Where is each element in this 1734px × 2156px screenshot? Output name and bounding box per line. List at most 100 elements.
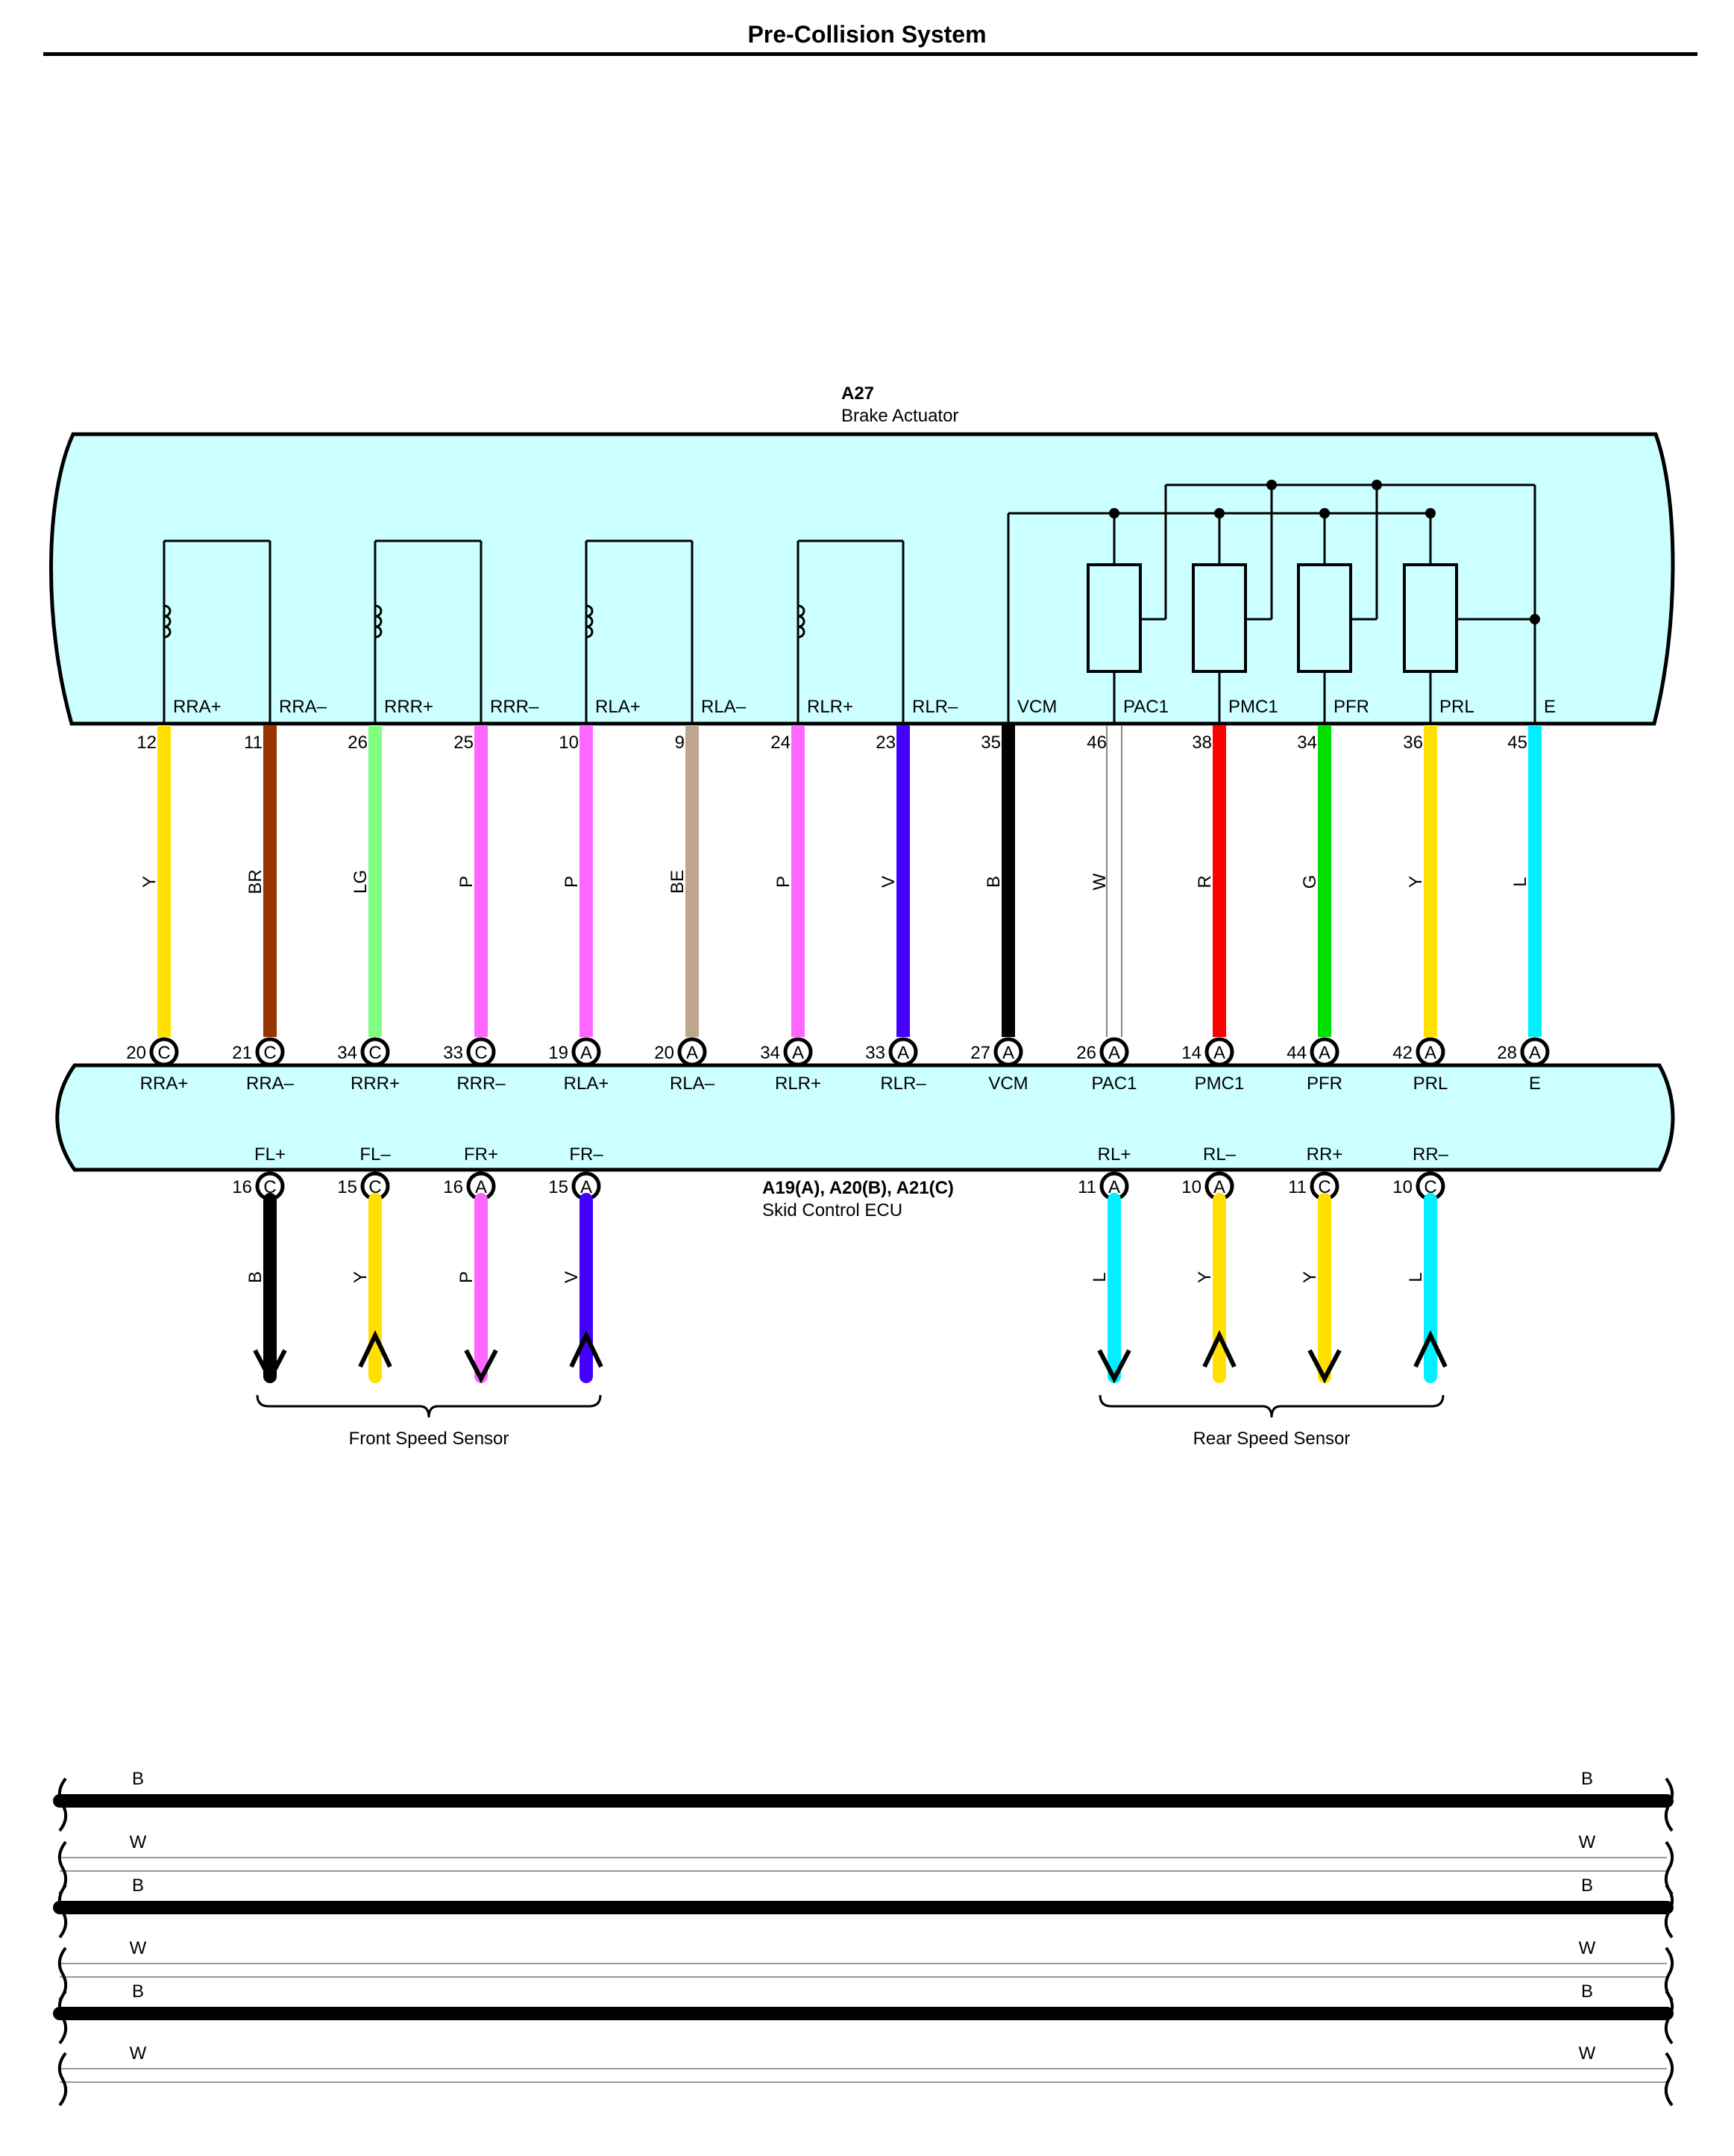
ecu-pin-number: 42 [1392,1043,1413,1063]
ecu-terminal-label: RRR– [456,1074,506,1094]
rear-sensor-terminal-label: RL– [1203,1144,1237,1165]
ecu-pin-number: 26 [1076,1043,1096,1063]
ecu-terminal-label: PMC1 [1195,1074,1245,1094]
actuator-terminal-label: E [1544,697,1556,717]
rear-sensor-terminal-label: RR+ [1307,1144,1343,1165]
connector-letter: C [263,1043,276,1063]
legend-code-right: W [1579,2043,1596,2063]
connector-letter: A [686,1043,698,1063]
wire-color-code: P [773,876,794,888]
rear-sensor-terminal-label: RR– [1413,1144,1449,1165]
solenoid-coil-icon [163,604,172,639]
rear-sensor-brace [1099,1394,1445,1418]
legend-code-right: B [1581,1981,1593,2002]
ecu-pin-number: 28 [1497,1043,1517,1063]
ecu-pin-number: 44 [1287,1043,1307,1063]
junction-dot [1214,508,1225,518]
wire-color-code: L [1510,877,1530,886]
connector-circle [571,1037,601,1067]
legend-code-left: W [130,1832,147,1852]
actuator-pin-number: 9 [675,733,685,753]
ecu-pin-number: 20 [654,1043,674,1063]
rear-sensor-name: Rear Speed Sensor [1193,1429,1351,1449]
wire-color-code: Y [351,1271,371,1283]
sensor-resistor [1192,563,1247,673]
connector-letter: A [897,1043,909,1063]
connector-circle [360,1037,390,1067]
legend-break-mark [1664,2052,1674,2107]
actuator-pin-number: 36 [1403,733,1423,753]
arrow-down-icon [1097,1349,1131,1384]
ecu-code: A19(A), A20(B), A21(C) [762,1178,954,1198]
actuator-pin-number: 23 [876,733,896,753]
ecu-terminal-label: RLA+ [564,1074,609,1094]
junction-dot [1319,508,1330,518]
actuator-terminal-label: RLA+ [595,697,641,717]
solenoid-coil-icon [374,604,383,639]
actuator-terminal-label: PMC1 [1228,697,1278,717]
actuator-pin-number: 10 [559,733,579,753]
front-sensor-terminal-label: FL+ [254,1144,286,1165]
connector-letter: A [1424,1043,1436,1063]
junction-dot [1266,480,1277,490]
actuator-pin-number: 35 [981,733,1001,753]
wire-color-code: V [879,876,899,888]
junction-dot [1425,508,1436,518]
connector-letter: C [368,1043,381,1063]
ecu-pin-number: 16 [232,1177,252,1197]
ecu-name: Skid Control ECU [762,1200,902,1220]
arrow-up-icon [358,1330,392,1368]
brake-actuator-body [48,432,1675,726]
legend-break-mark [57,1990,68,2045]
junction-dot [1530,614,1540,624]
actuator-pin-number: 34 [1297,733,1317,753]
ecu-terminal-label: PAC1 [1092,1074,1137,1094]
connector-letter: C [1318,1177,1331,1197]
wire-color-code: BE [667,870,688,894]
sensor-resistor [1403,563,1458,673]
connector-letter: A [1319,1043,1331,1063]
legend-break-mark [1664,1884,1674,1939]
actuator-pin-number: 45 [1507,733,1527,753]
wire-color-code: BR [245,869,266,894]
ecu-terminal-label: PFR [1307,1074,1342,1094]
ecu-terminal-label: RRA+ [140,1074,189,1094]
wire-color-code: G [1300,875,1320,889]
sensor-resistor [1297,563,1352,673]
connector-letter: A [580,1043,592,1063]
connector-letter: A [792,1043,804,1063]
legend-break-mark [57,2052,68,2107]
actuator-terminal-label: PFR [1334,697,1369,717]
front-sensor-terminal-label: FL– [359,1144,391,1165]
connector-letter: C [1424,1177,1436,1197]
harness-wires: RRA+12YC20RRA+RRA–11BRC21RRA–RRR+26LGC34… [126,697,1556,1094]
legend-code-right: W [1579,1832,1596,1852]
connector-circle [466,1037,496,1067]
connector-circle [1520,1037,1550,1067]
skid-control-ecu-body [55,1063,1675,1172]
connector-letter: A [580,1177,592,1197]
connector-circle [149,1037,179,1067]
connector-circle [888,1037,918,1067]
ecu-terminal-label: RLR– [880,1074,926,1094]
actuator-terminal-label: VCM [1017,697,1057,717]
ecu-pin-number: 16 [443,1177,463,1197]
front-sensor-brace [256,1394,602,1418]
legend-code-left: B [132,1769,144,1789]
connector-letter: C [474,1043,487,1063]
legend-break-mark [1664,1777,1674,1832]
actuator-pin-number: 46 [1087,733,1107,753]
junction-dot [1109,508,1119,518]
actuator-name: Brake Actuator [841,406,958,426]
